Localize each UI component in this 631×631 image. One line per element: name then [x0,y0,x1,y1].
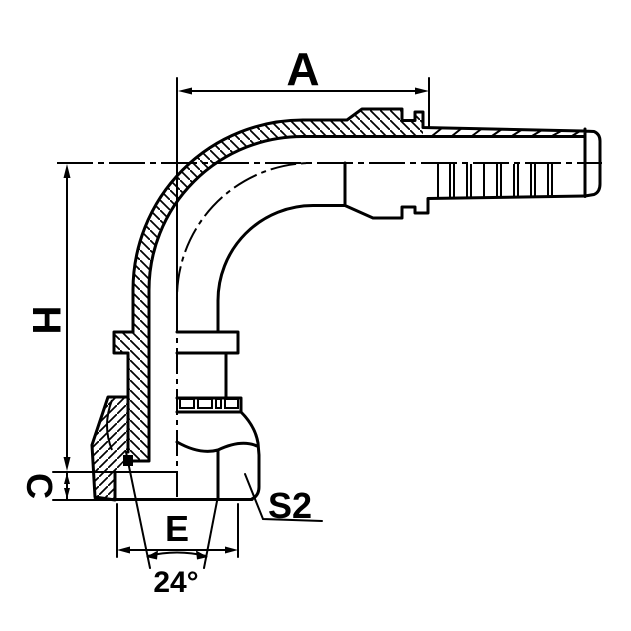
label-dim-e: E [165,508,189,549]
label-dim-h: H [24,306,68,335]
fine-details [106,127,581,451]
hex-nut-outer-right [239,410,261,501]
hex-nut-chamfer-arcs [175,440,259,501]
elbow-tube-section-hatch [114,109,423,461]
sleeve-detail [106,399,113,451]
cone-line-left [125,451,151,569]
angle-arc-arrow-right [196,550,208,560]
dim-a-arrow-left [178,87,192,95]
dim-c-arrow-top [64,473,70,484]
dimensions [52,77,430,569]
label-dim-a: A [286,43,319,95]
thread-band [175,396,243,414]
barb-ribs [437,164,553,198]
label-dim-c: C [19,473,60,499]
dim-h-arrow-bottom [63,457,71,471]
hose-tail-end-cap [581,127,602,198]
bend-outer-profile [131,107,585,334]
flange-ring-right [175,330,240,355]
arrowheads [63,87,429,560]
s2-leader [244,473,323,522]
dim-e-arrow-left [117,546,130,554]
dim-h-arrow-top [63,164,71,178]
left-leg-outer-flange [112,330,135,454]
dim-e-arrow-right [225,546,238,554]
dim-a-arrow-right [415,87,429,95]
label-wrench-size: S2 [268,485,312,526]
bore-inner-line [147,134,587,292]
dim-c-arrow-bottom [64,488,70,499]
fitting-outline [90,107,602,502]
bend-inner-view-profile [216,161,587,334]
dimension-labels: A H C E S2 24° [19,43,320,599]
nut-section-outline [90,395,130,502]
nut-section-hatch [92,397,128,500]
thread-marks [179,398,239,409]
label-cone-angle: 24° [153,566,198,599]
vertical-centerline-and-bend-axis [175,162,313,497]
angle-arc-arrow-left [146,550,158,560]
centerlines [57,162,602,497]
barb-serrations [431,127,581,137]
